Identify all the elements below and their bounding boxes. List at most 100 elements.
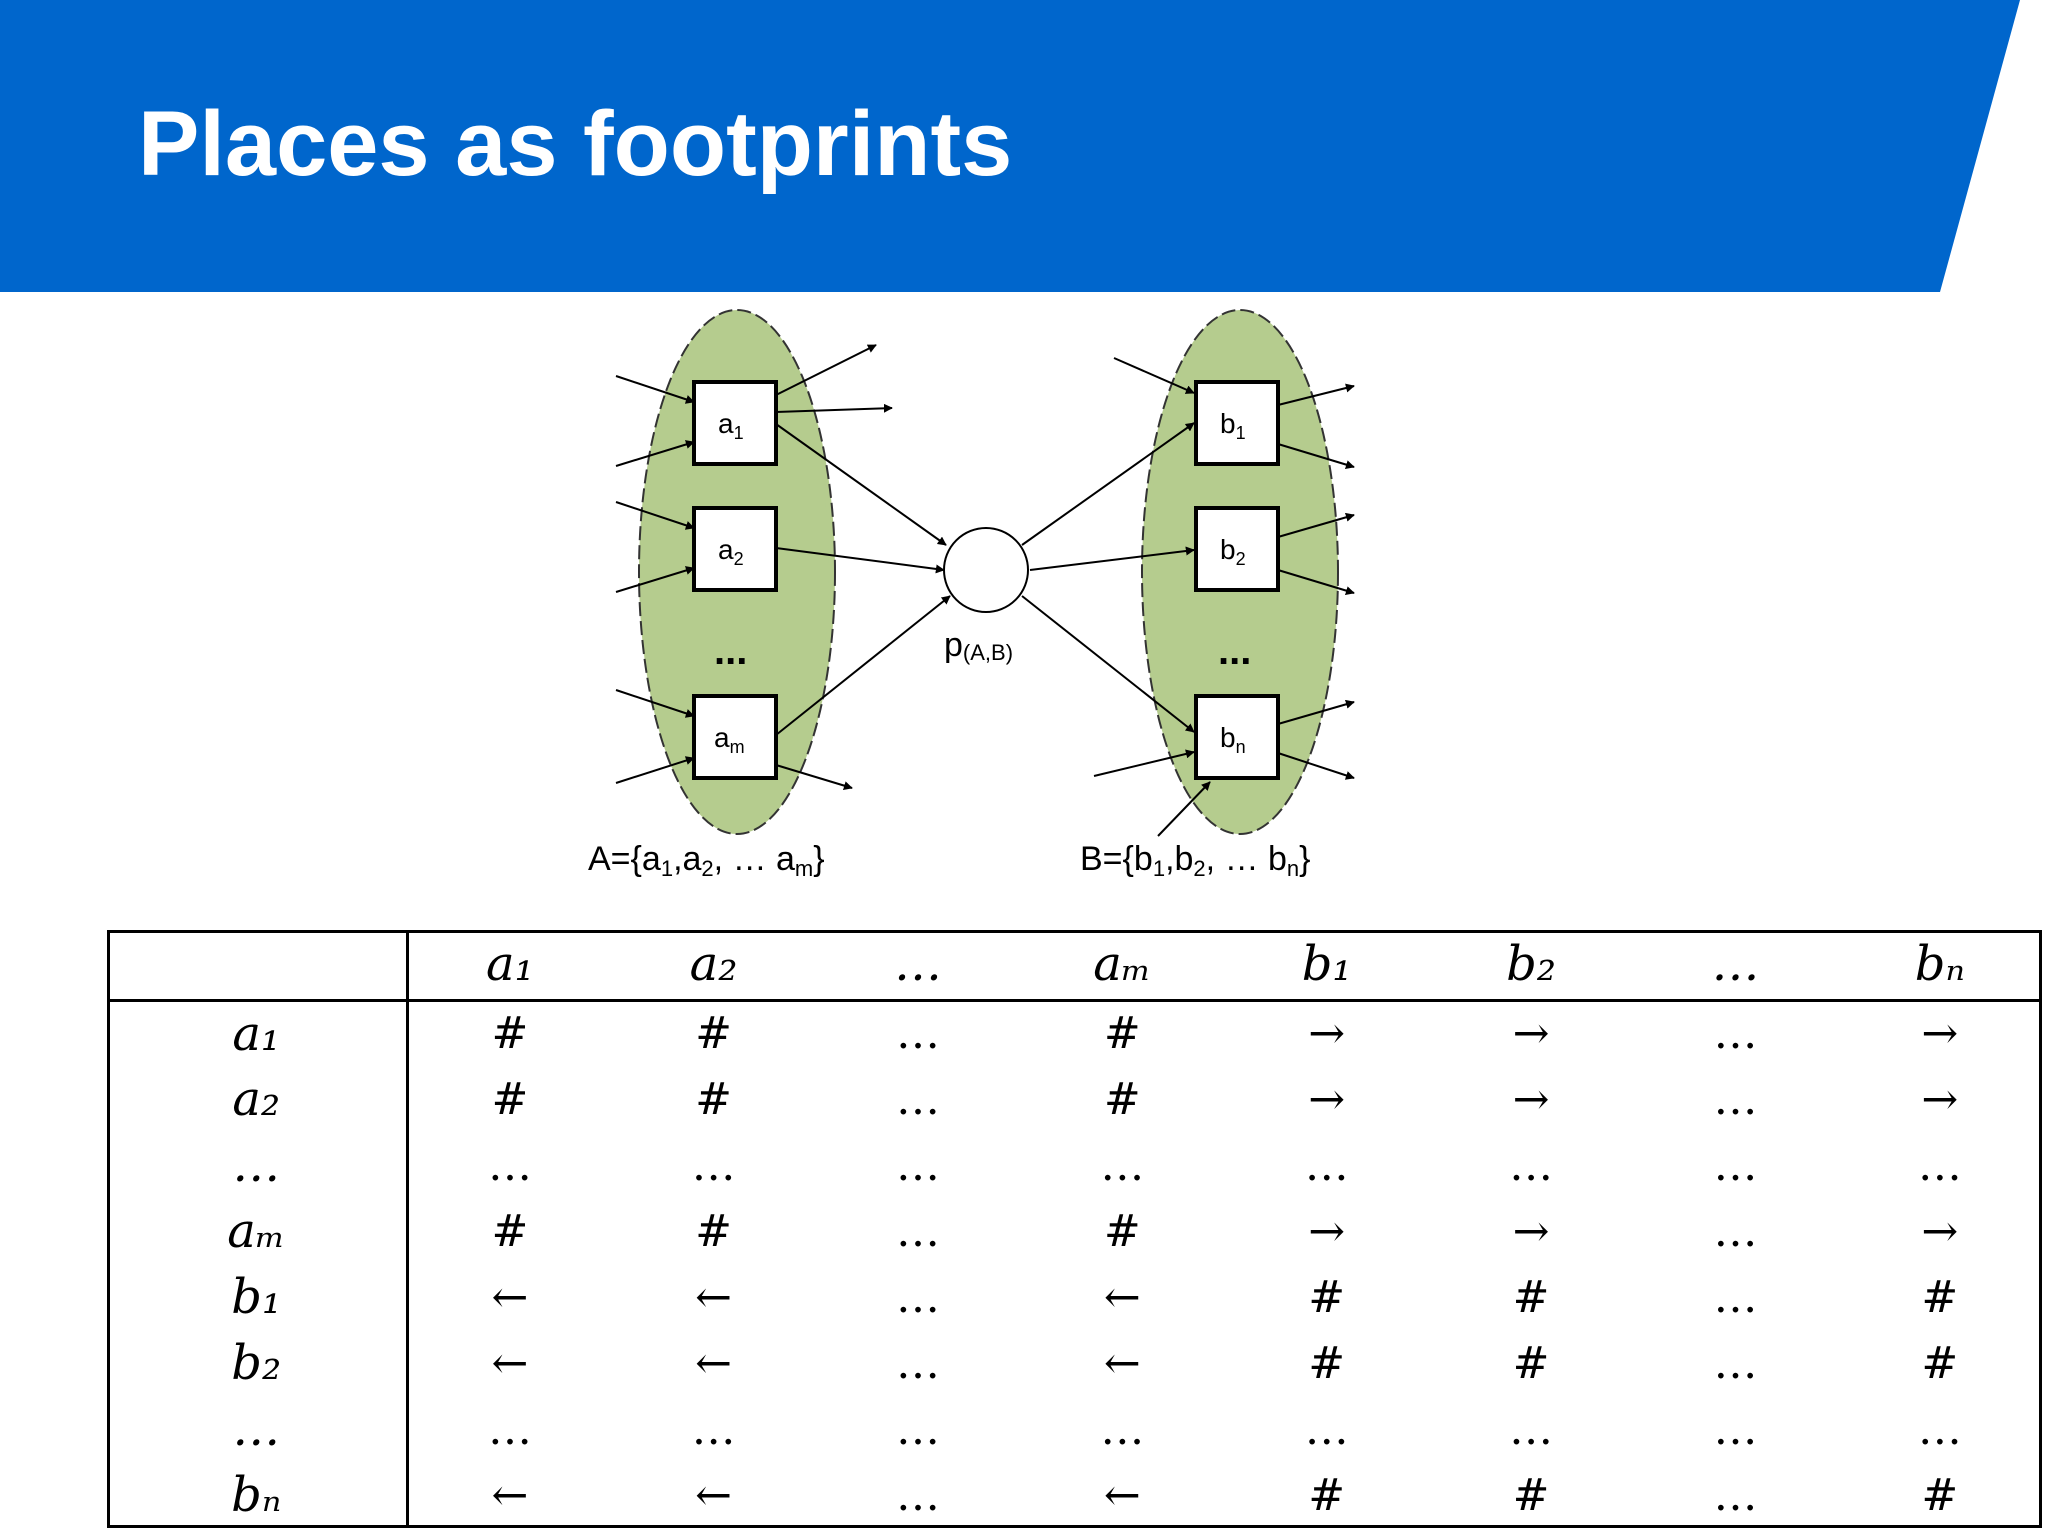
footprint-table: a₁ a₂ … aₘ b₁ b₂ … bₙ a₁ # # … # → → … → a₂ # # … # → →… — [107, 930, 2042, 1528]
arc-out-b2-2 — [1277, 569, 1355, 595]
table-cell: … — [1917, 1139, 1962, 1191]
table-cell: … — [1100, 1403, 1145, 1455]
table-cell: → — [1308, 1205, 1346, 1257]
column-header: a₂ — [611, 930, 816, 1002]
arc-out-b1-1 — [1277, 383, 1355, 406]
set-a-label: A={a1,a2, … am} — [588, 840, 825, 881]
table-cell: … — [895, 1073, 940, 1125]
row-header: a₂ — [107, 1066, 409, 1132]
table-cell: ← — [1103, 1469, 1141, 1521]
place-label: p(A,B) — [944, 626, 1013, 665]
transition-am-label: am — [714, 722, 745, 757]
table-row: ……………………… — [107, 1132, 2042, 1198]
petri-net-diagram: a1 a2 am ... b1 b2 bn ... p(A,B) A={a1,a… — [588, 309, 1355, 881]
arc-in-am-1 — [615, 689, 695, 718]
table-cell: … — [691, 1139, 736, 1191]
arc-out-a1-1 — [775, 344, 877, 396]
transition-am — [692, 694, 778, 780]
table-cell: … — [895, 1139, 940, 1191]
table-cell: # — [695, 1008, 732, 1060]
table-cell: → — [1308, 1073, 1346, 1125]
table-cell: ← — [1103, 1271, 1141, 1323]
row-header: b₂ — [107, 1330, 409, 1396]
table-cell: # — [1512, 1469, 1550, 1521]
set-b-label: B={b1,b2, … bn} — [1080, 840, 1311, 881]
arc-in-a2-2 — [615, 566, 695, 593]
table-cell: → — [1512, 1205, 1550, 1257]
transition-a2-label: a2 — [718, 534, 744, 569]
column-header: bₙ — [1837, 930, 2042, 1002]
table-cell: … — [487, 1139, 532, 1191]
arc-am-to-place — [775, 595, 951, 736]
table-cell: ← — [491, 1337, 529, 1389]
table-row: b₁←←…←##…# — [107, 1264, 2042, 1330]
table-cell: … — [895, 1271, 940, 1323]
header-banner — [0, 0, 2020, 292]
transition-a2 — [692, 506, 778, 592]
table-cell: ← — [1103, 1337, 1141, 1389]
table-cell: # — [491, 1205, 529, 1257]
set-a-ellipsis: ... — [714, 629, 747, 673]
table-cell: … — [895, 1008, 940, 1060]
transition-b2-label: b2 — [1220, 534, 1246, 569]
arc-a2-to-place — [775, 547, 945, 574]
table-cell: # — [1308, 1469, 1346, 1521]
table-cell: → — [1308, 1008, 1346, 1060]
table-cell: # — [1103, 1205, 1141, 1257]
table-cell: ← — [695, 1337, 732, 1389]
row-header: aₘ — [107, 1198, 409, 1264]
table-header-row: a₁ a₂ … aₘ b₁ b₂ … bₙ — [107, 930, 2042, 1002]
table-cell: … — [1713, 1139, 1758, 1191]
arc-place-to-b1 — [1021, 422, 1195, 546]
table-cell: … — [895, 1469, 940, 1521]
row-header: b₁ — [107, 1264, 409, 1330]
table-row: aₘ##…#→→…→ — [107, 1198, 2042, 1264]
table-cell: # — [1103, 1008, 1141, 1060]
table-row: b₂←←…←##…# — [107, 1330, 2042, 1396]
place-circle — [943, 527, 1029, 613]
arc-place-to-b2 — [1029, 546, 1195, 571]
table-cell: … — [895, 1403, 940, 1455]
table-cell: … — [1509, 1139, 1554, 1191]
transition-a1 — [692, 380, 778, 466]
row-header: a₁ — [107, 1000, 409, 1066]
table-cell: # — [1921, 1271, 1959, 1323]
table-cell: ← — [491, 1469, 529, 1521]
table-cell: # — [491, 1073, 529, 1125]
table-cell: # — [1103, 1073, 1141, 1125]
table-cell: … — [1713, 1337, 1758, 1389]
table-cell: … — [1917, 1403, 1962, 1455]
arc-in-am-2 — [615, 756, 695, 784]
table-cell: → — [1921, 1073, 1959, 1125]
table-cell: ← — [695, 1469, 732, 1521]
table-cell: → — [1921, 1008, 1959, 1060]
table-cell: # — [1512, 1271, 1550, 1323]
transition-bn-label: bn — [1220, 722, 1246, 757]
table-cell: … — [1304, 1139, 1349, 1191]
arc-in-a2-1 — [615, 501, 695, 530]
arc-in-bn-1 — [1093, 749, 1195, 777]
page-title: Places as footprints — [138, 93, 1013, 195]
arc-out-bn-1 — [1277, 699, 1355, 725]
table-cell: ← — [695, 1271, 732, 1323]
table-cell: # — [491, 1008, 529, 1060]
row-header: … — [107, 1132, 409, 1198]
banner-shape — [0, 0, 2020, 292]
arc-out-bn-2 — [1277, 752, 1355, 780]
transition-bn — [1194, 694, 1280, 780]
table-row: a₂##…#→→…→ — [107, 1066, 2042, 1132]
table-cell: → — [1921, 1205, 1959, 1257]
table-cell: # — [1921, 1469, 1959, 1521]
arc-place-to-bn — [1021, 595, 1195, 733]
column-header: aₘ — [1020, 930, 1225, 1002]
table-cell: … — [691, 1403, 736, 1455]
table-cell: … — [1713, 1008, 1758, 1060]
table-row: ……………………… — [107, 1396, 2042, 1462]
table-cell: # — [695, 1073, 732, 1125]
table-cell: … — [1713, 1271, 1758, 1323]
column-header: b₁ — [1224, 930, 1429, 1002]
table-cell: … — [487, 1403, 532, 1455]
table-cell: … — [1509, 1403, 1554, 1455]
table-cell: … — [1713, 1403, 1758, 1455]
column-header: a₁ — [407, 930, 612, 1002]
